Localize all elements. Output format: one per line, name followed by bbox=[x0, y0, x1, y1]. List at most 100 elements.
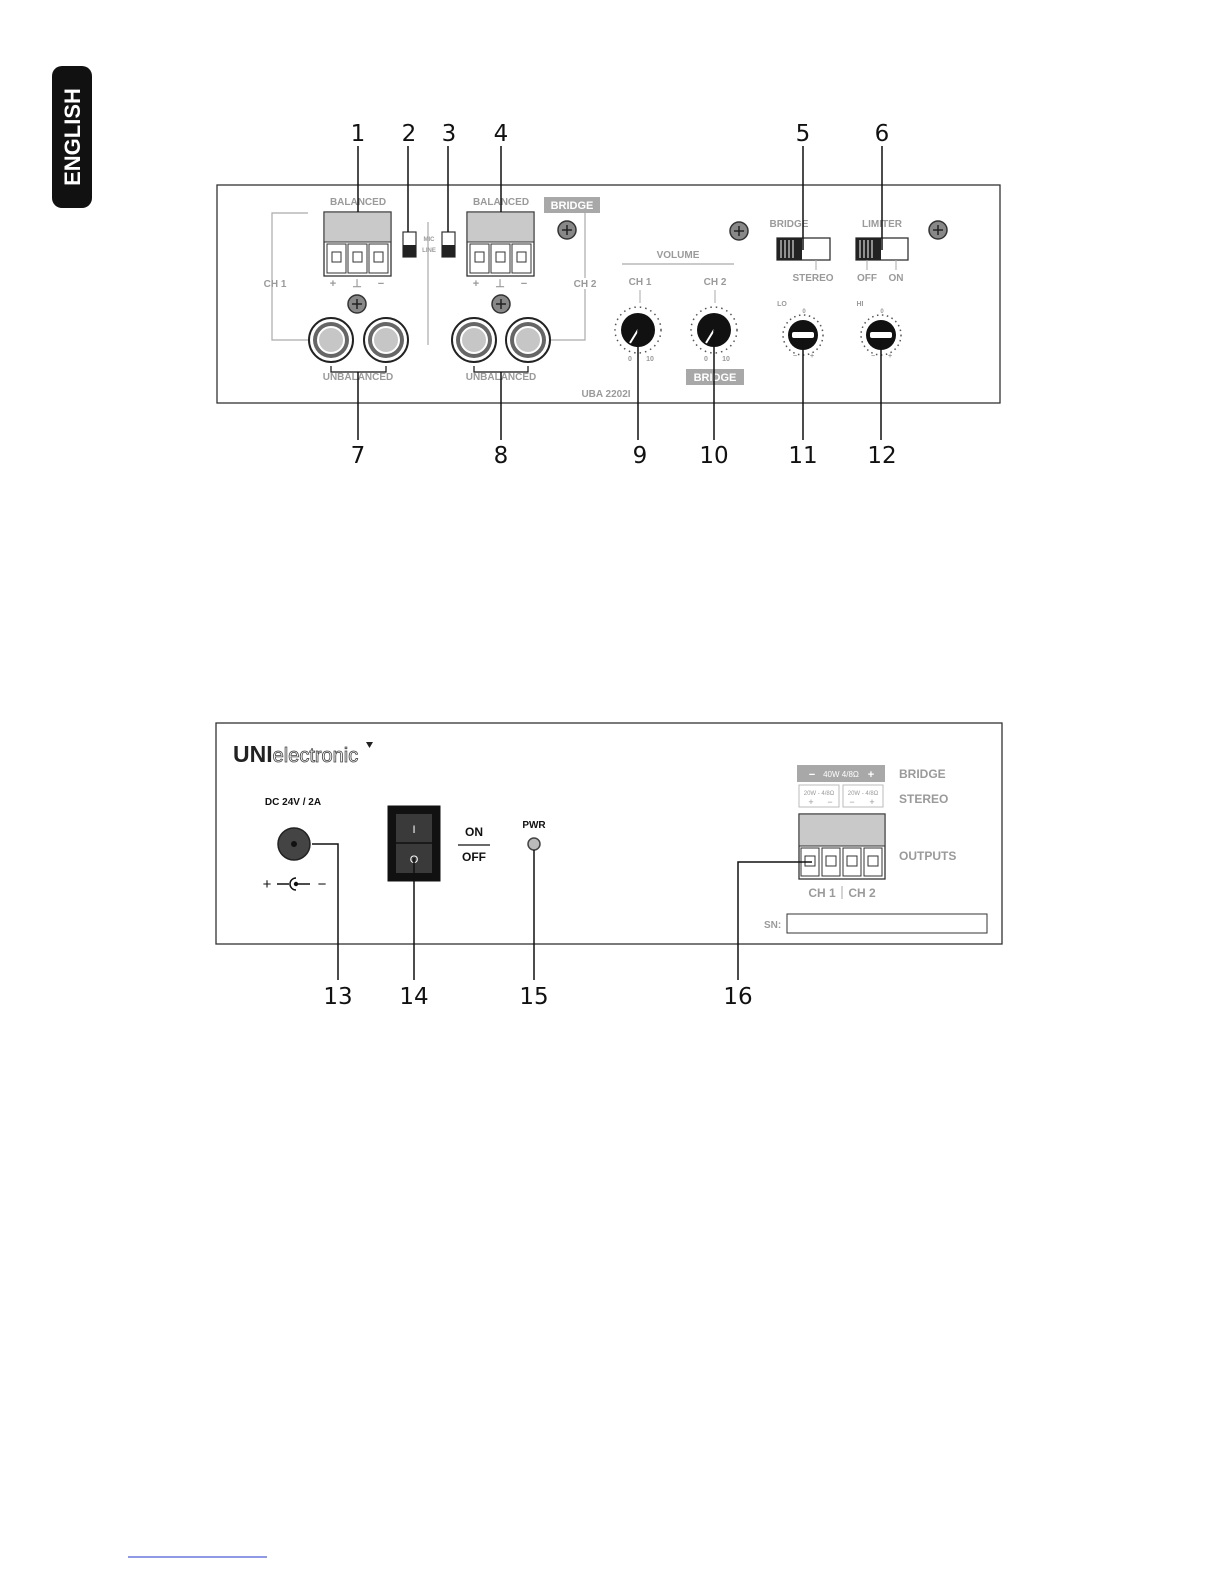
callout-2: 2 bbox=[402, 121, 417, 147]
stereo-ch1-plus: + bbox=[808, 797, 813, 807]
callout-8: 8 bbox=[494, 443, 509, 469]
dc-power-jack[interactable] bbox=[277, 827, 311, 861]
pin-ground-2: ⊥ bbox=[495, 278, 505, 290]
bridge-switch-label: BRIDGE bbox=[770, 219, 809, 230]
brand-light: electronic bbox=[273, 745, 359, 767]
power-on-label: ON bbox=[465, 825, 483, 839]
pin-ground-1: ⊥ bbox=[352, 278, 362, 290]
bridge-badge-top-label: BRIDGE bbox=[551, 200, 594, 212]
bridge-rating: 40W 4/8Ω bbox=[823, 770, 859, 779]
language-tab-label: ENGLISH bbox=[60, 88, 85, 186]
dc-polarity-symbol: + − bbox=[263, 876, 327, 893]
rca-jack-ch2-b[interactable] bbox=[505, 317, 551, 363]
output-rating-block: − 40W 4/8Ω + 20W - 4/8Ω 20W - 4/8Ω + − −… bbox=[797, 765, 885, 808]
callout-6: 6 bbox=[875, 121, 890, 147]
stereo-rating-ch1: 20W - 4/8Ω bbox=[804, 791, 835, 797]
front-ch2-label: CH 2 bbox=[574, 279, 597, 290]
lo-minus: − bbox=[793, 353, 797, 360]
brand-bold: UNI bbox=[233, 741, 273, 767]
hi-minus: − bbox=[871, 353, 875, 360]
limiter-on-label: ON bbox=[889, 273, 904, 284]
callout-14: 14 bbox=[399, 984, 428, 1010]
pin-minus-2: − bbox=[521, 278, 527, 290]
vol1-scale-min: 0 bbox=[628, 356, 632, 363]
ground-screw-ch1 bbox=[347, 294, 367, 314]
hi-label: HI bbox=[857, 301, 864, 308]
polarity-minus: − bbox=[318, 876, 327, 893]
bridge-badge-top: BRIDGE bbox=[544, 197, 600, 213]
panel-screw bbox=[557, 220, 577, 240]
callout-16: 16 bbox=[723, 984, 752, 1010]
callout-15: 15 bbox=[519, 984, 548, 1010]
lo-zero: 0 bbox=[802, 309, 806, 315]
speaker-output-terminal[interactable] bbox=[798, 813, 886, 880]
callout-11: 11 bbox=[788, 443, 817, 469]
line-label: LINE bbox=[422, 248, 436, 254]
rca-jack-ch2-a[interactable] bbox=[451, 317, 497, 363]
bridge-output-label: BRIDGE bbox=[899, 767, 946, 781]
volume-ch1-label: CH 1 bbox=[629, 277, 652, 288]
bridge-badge-bottom-label: BRIDGE bbox=[694, 372, 737, 384]
pin-plus-1: + bbox=[330, 278, 336, 290]
language-tab: ENGLISH bbox=[52, 66, 92, 208]
hi-plus: + bbox=[888, 353, 892, 360]
bridge-rating-minus: − bbox=[809, 769, 815, 781]
volume-label: VOLUME bbox=[657, 250, 700, 261]
callout-1: 1 bbox=[351, 121, 366, 147]
front-ch1-label: CH 1 bbox=[264, 279, 287, 290]
switch-on-symbol: I bbox=[412, 824, 415, 836]
vol2-scale-min: 0 bbox=[704, 356, 708, 363]
front-callout-lines bbox=[357, 146, 883, 440]
panel-screw bbox=[729, 221, 749, 241]
rear-panel: UNIelectronic DC 24V / 2A + − I O ON OFF bbox=[215, 722, 1003, 945]
mic-line-switch-ch2[interactable] bbox=[441, 231, 456, 258]
stereo-ch1-minus: − bbox=[827, 797, 832, 807]
pwr-label: PWR bbox=[522, 820, 546, 831]
svg-text:UNIelectronic: UNIelectronic bbox=[233, 741, 358, 767]
rca-jack-ch1-b[interactable] bbox=[363, 317, 409, 363]
rear-callout-lines bbox=[312, 843, 812, 980]
callout-10: 10 bbox=[699, 443, 728, 469]
lo-plus: + bbox=[810, 353, 814, 360]
outputs-label: OUTPUTS bbox=[899, 849, 956, 863]
serial-number-field bbox=[786, 913, 988, 934]
brand-logo: UNIelectronic bbox=[233, 741, 373, 767]
stereo-rating-ch2: 20W - 4/8Ω bbox=[848, 791, 879, 797]
volume-ch2-label: CH 2 bbox=[704, 277, 727, 288]
rca-jack-ch1-a[interactable] bbox=[308, 317, 354, 363]
callout-13: 13 bbox=[323, 984, 352, 1010]
serial-number-label: SN: bbox=[764, 920, 781, 931]
callout-12: 12 bbox=[867, 443, 896, 469]
output-ch1-label: CH 1 bbox=[808, 886, 836, 900]
callout-3: 3 bbox=[442, 121, 457, 147]
vol1-scale-max: 10 bbox=[646, 356, 654, 363]
dc-input-label: DC 24V / 2A bbox=[265, 797, 321, 808]
model-label: UBA 2202I bbox=[581, 389, 630, 400]
stereo-ch2-minus: − bbox=[849, 797, 854, 807]
polarity-plus: + bbox=[263, 876, 272, 893]
callout-7: 7 bbox=[351, 443, 366, 469]
stereo-output-label: STEREO bbox=[899, 792, 948, 806]
power-led bbox=[527, 837, 541, 851]
ground-screw-ch2 bbox=[491, 294, 511, 314]
pin-plus-2: + bbox=[473, 278, 479, 290]
bridge-badge-bottom: BRIDGE bbox=[686, 369, 744, 385]
output-ch2-label: CH 2 bbox=[848, 886, 876, 900]
limiter-off-label: OFF bbox=[857, 273, 877, 284]
callout-5: 5 bbox=[796, 121, 811, 147]
bridge-rating-plus: + bbox=[868, 769, 874, 781]
power-off-label: OFF bbox=[462, 850, 486, 864]
mic-label: MIC bbox=[424, 237, 436, 243]
front-panel: CH 1 BALANCED + ⊥ − bbox=[216, 184, 1001, 404]
lo-label: LO bbox=[777, 301, 787, 308]
mic-line-switch-ch1[interactable] bbox=[402, 231, 417, 258]
vol2-scale-max: 10 bbox=[722, 356, 730, 363]
stereo-ch2-plus: + bbox=[869, 797, 874, 807]
panel-screw bbox=[928, 220, 948, 240]
pin-minus-1: − bbox=[378, 278, 384, 290]
hi-zero: 0 bbox=[880, 309, 884, 315]
stereo-label: STEREO bbox=[792, 273, 833, 284]
callout-9: 9 bbox=[633, 443, 648, 469]
callout-4: 4 bbox=[494, 121, 509, 147]
